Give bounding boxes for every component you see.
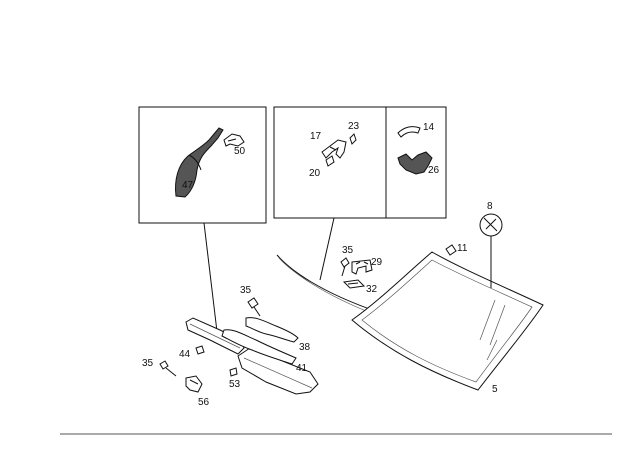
callout-47: 47 bbox=[182, 180, 194, 191]
callout-17: 17 bbox=[310, 131, 322, 142]
callout-35-upper: 35 bbox=[342, 245, 354, 256]
windshield-glass bbox=[351, 251, 544, 391]
clip-11 bbox=[445, 244, 457, 256]
seal-profile-47 bbox=[175, 127, 224, 198]
detail-box-seal-profile bbox=[138, 106, 267, 224]
detail-box-clips bbox=[273, 106, 447, 219]
clip-23 bbox=[349, 133, 357, 145]
gasket-41 bbox=[221, 329, 297, 365]
seal-26 bbox=[397, 151, 433, 175]
bracket-56 bbox=[185, 375, 203, 393]
callout-8: 8 bbox=[487, 201, 493, 212]
windshield-seal-strip bbox=[276, 254, 379, 313]
clip-20 bbox=[325, 155, 335, 167]
callout-5: 5 bbox=[492, 384, 498, 395]
callout-53: 53 bbox=[229, 379, 241, 390]
callout-29: 29 bbox=[371, 257, 383, 268]
fastener-group-upper bbox=[340, 257, 373, 289]
screw-35-lower bbox=[159, 360, 169, 370]
callout-38: 38 bbox=[299, 342, 311, 353]
callout-20: 20 bbox=[309, 168, 321, 179]
callout-35-lower: 35 bbox=[142, 358, 154, 369]
callout-32: 32 bbox=[366, 284, 378, 295]
callout-41: 41 bbox=[296, 363, 308, 374]
screw-35-mid bbox=[247, 297, 259, 309]
callout-23: 23 bbox=[348, 121, 360, 132]
gasket-38 bbox=[245, 317, 299, 343]
callout-14: 14 bbox=[423, 122, 435, 133]
callout-11: 11 bbox=[457, 243, 468, 254]
callout-50: 50 bbox=[234, 146, 246, 157]
clip-44 bbox=[195, 345, 205, 355]
clip-53 bbox=[229, 367, 238, 377]
callout-35-mid: 35 bbox=[240, 285, 252, 296]
cowl-trim-assembly bbox=[159, 297, 319, 395]
trim-14 bbox=[397, 126, 421, 138]
callout-56: 56 bbox=[198, 397, 210, 408]
callout-26: 26 bbox=[428, 165, 440, 176]
callout-44: 44 bbox=[179, 349, 191, 360]
